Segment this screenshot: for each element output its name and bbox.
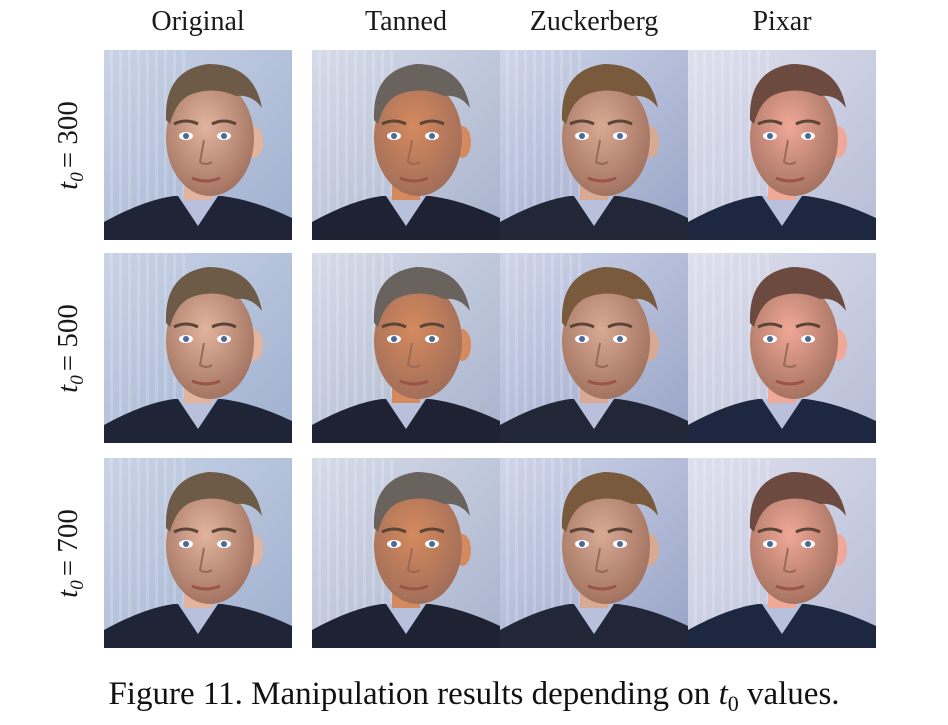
image-original-500 [104,253,292,443]
portrait-illustration [312,253,500,443]
image-tanned-500 [312,253,500,443]
image-pixar-500 [688,253,876,443]
image-pixar-700 [688,458,876,648]
portrait-illustration [104,50,292,240]
column-header-original: Original [151,6,245,37]
image-tanned-700 [312,458,500,648]
row-label-500: t0= 500 [51,303,88,393]
image-zuckerberg-300 [500,50,688,240]
column-header-pixar: Pixar [752,6,812,37]
portrait-illustration [688,50,876,240]
row-label-300: t0= 300 [51,100,88,190]
column-header-tanned: Tanned [364,6,447,37]
image-pixar-300 [688,50,876,240]
portrait-illustration [104,458,292,648]
image-zuckerberg-700 [500,458,688,648]
portrait-illustration [104,253,292,443]
image-original-700 [104,458,292,648]
portrait-illustration [688,458,876,648]
portrait-illustration [312,50,500,240]
image-tanned-300 [312,50,500,240]
portrait-illustration [688,253,876,443]
portrait-illustration [500,50,688,240]
portrait-illustration [312,458,500,648]
image-original-300 [104,50,292,240]
figure-caption: Figure 11. Manipulation results dependin… [108,676,840,716]
image-zuckerberg-500 [500,253,688,443]
row-label-700: t0= 700 [51,508,88,598]
portrait-illustration [500,253,688,443]
portrait-illustration [500,458,688,648]
column-header-zuckerberg: Zuckerberg [529,6,659,37]
